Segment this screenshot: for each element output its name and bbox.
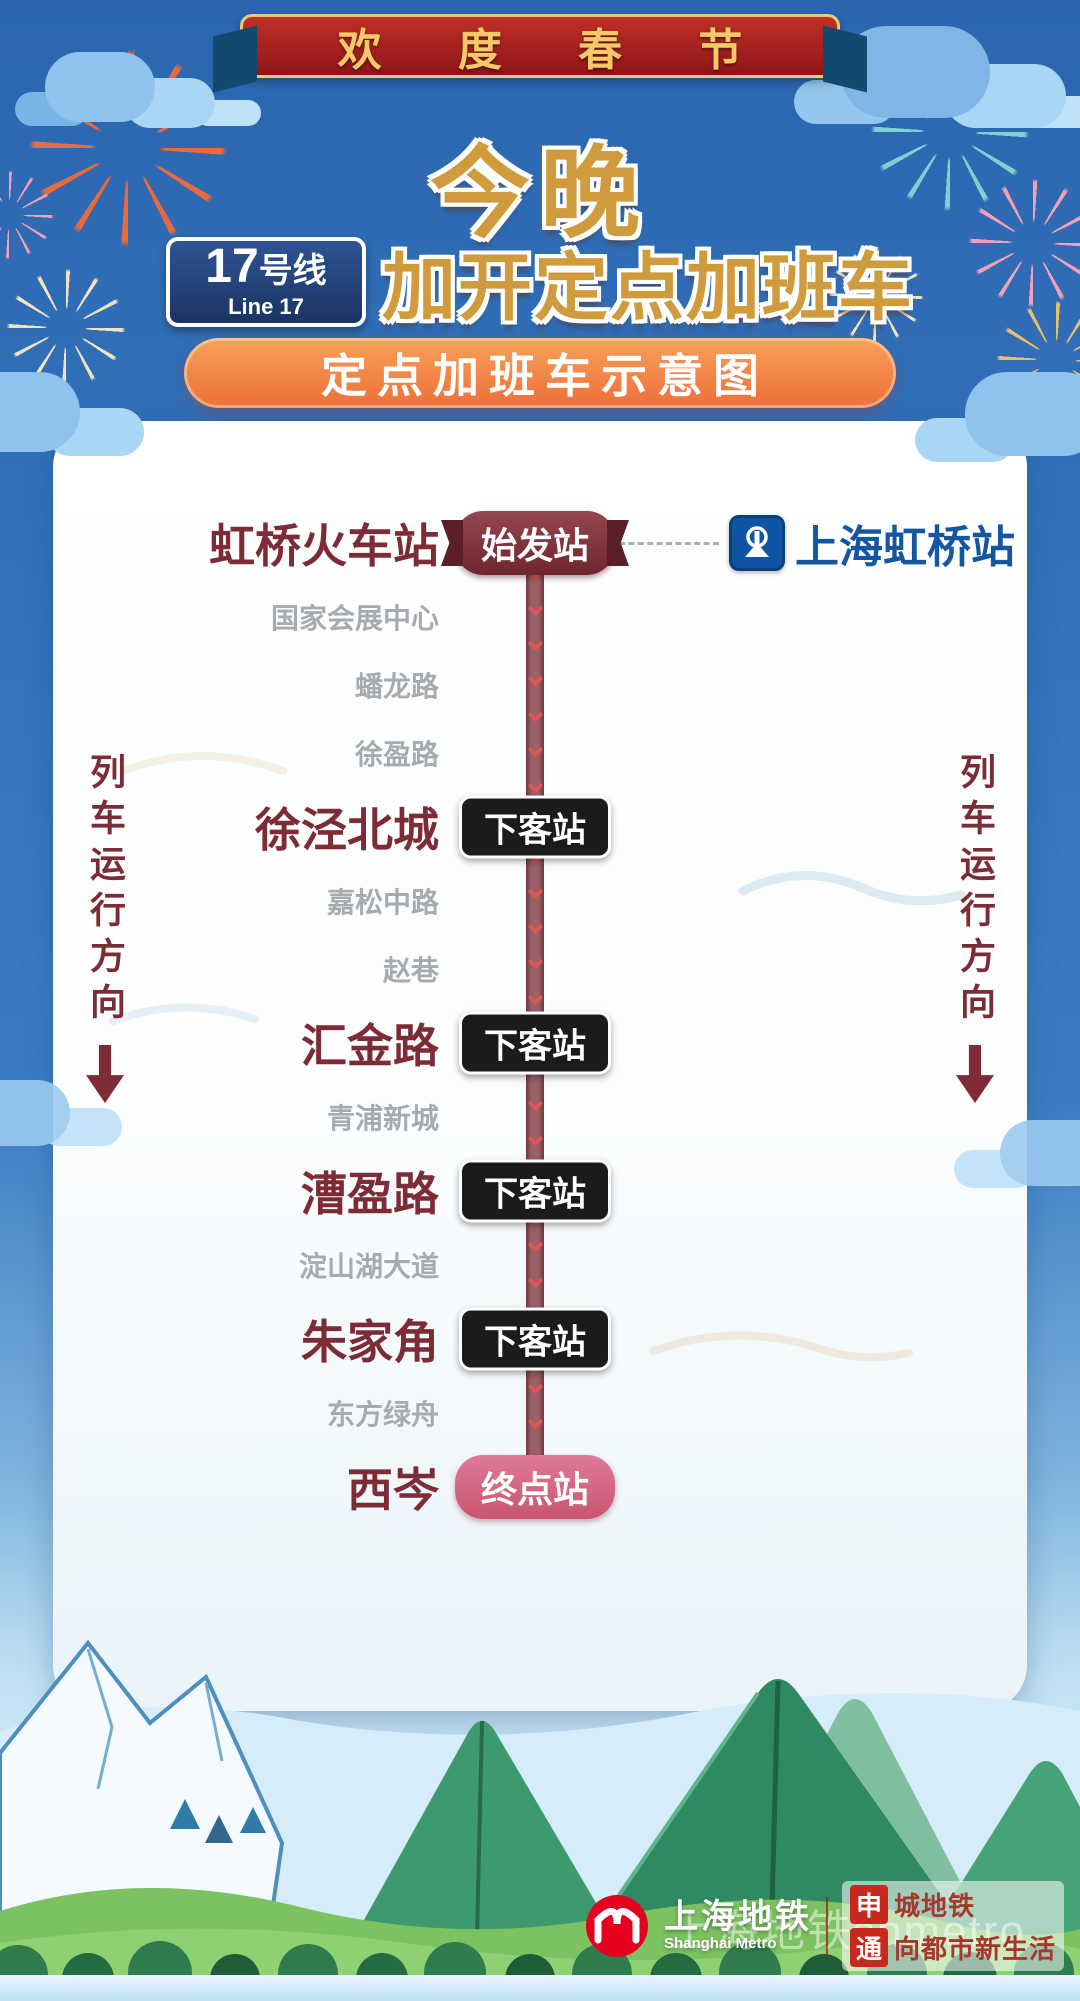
station-name: 嘉松中路 bbox=[326, 887, 439, 918]
transfer-link: 上海虹桥站 bbox=[619, 511, 1015, 575]
cloud-icon bbox=[0, 372, 80, 452]
station-name: 青浦新城 bbox=[326, 1103, 439, 1134]
cloud-icon bbox=[45, 52, 155, 122]
station-row: 汇金路下客站 bbox=[53, 1003, 1027, 1083]
down-arrow-icon bbox=[956, 1045, 994, 1103]
line-17-badge: 17号线 Line 17 bbox=[166, 236, 366, 327]
transfer-station-label: 上海虹桥站 bbox=[795, 523, 1015, 572]
station-name: 蟠龙路 bbox=[354, 671, 439, 702]
metro-wordmark: 上海地铁 Shanghai Metro bbox=[663, 1898, 812, 1953]
slogan-box-1: 申 bbox=[849, 1885, 888, 1924]
station-name: 东方绿舟 bbox=[326, 1399, 439, 1430]
slogan-text-2: 向都市新生活 bbox=[893, 1934, 1056, 1964]
line-17-badge-en: Line 17 bbox=[228, 294, 304, 319]
slogan-line-1: 申 城地铁 bbox=[849, 1885, 1056, 1924]
station-row: 徐泾北城下客站 bbox=[53, 787, 1027, 867]
main-title: 加开定点加班车 bbox=[382, 246, 914, 329]
station-row: 虹桥火车站始发站 上海虹桥站 bbox=[53, 503, 1027, 583]
station-name: 淀山湖大道 bbox=[298, 1251, 439, 1282]
dashed-connector bbox=[619, 541, 719, 545]
footer-divider bbox=[825, 1897, 828, 1955]
firework-icon bbox=[968, 178, 1080, 308]
shanghai-metro-logo-icon bbox=[585, 1895, 648, 1957]
route-diagram-card: 列车运行方向 列车运行方向 虹桥火车站始发站 上海虹桥站国家会展中心蟠龙路徐盈路徐… bbox=[53, 421, 1027, 1711]
station-badge-terminal: 终点站 bbox=[454, 1455, 616, 1519]
station-name: 徐泾北城 bbox=[255, 804, 439, 856]
station-row: 西岑终点站 bbox=[53, 1447, 1027, 1527]
station-row: 国家会展中心 bbox=[53, 583, 1027, 651]
station-row: 赵巷 bbox=[53, 935, 1027, 1003]
mountains-illustration bbox=[0, 1639, 1080, 1981]
station-name: 徐盈路 bbox=[354, 739, 439, 770]
station-row: 蟠龙路 bbox=[53, 651, 1027, 719]
tonight-title: 今晚 bbox=[430, 138, 650, 250]
slogan-line-2: 通 向都市新生活 bbox=[849, 1928, 1056, 1967]
station-row: 嘉松中路 bbox=[53, 867, 1027, 935]
station-name: 虹桥火车站 bbox=[209, 520, 439, 572]
cloud-icon bbox=[1000, 1120, 1080, 1186]
title-row: 17号线 Line 17 加开定点加班车 bbox=[166, 228, 914, 335]
station-badge-start: 始发站 bbox=[454, 511, 616, 575]
direction-label-text: 列车运行方向 bbox=[955, 753, 996, 1029]
diagram-banner: 定点加班车示意图 bbox=[184, 338, 896, 408]
firework-icon bbox=[828, 248, 924, 344]
station-row: 漕盈路下客站 bbox=[53, 1151, 1027, 1231]
bottom-strip bbox=[0, 1975, 1080, 2001]
slogan-box-2: 通 bbox=[849, 1928, 888, 1967]
footer-brand-bar: 上海地铁 Shanghai Metro 申 城地铁 通 向都市新生活 bbox=[584, 1881, 1064, 1971]
station-badge-dropoff: 下客站 bbox=[459, 1011, 611, 1075]
station-name: 赵巷 bbox=[382, 955, 439, 986]
line-number: 17 bbox=[205, 240, 259, 293]
station-row: 东方绿舟 bbox=[53, 1379, 1027, 1447]
cloud-icon bbox=[965, 372, 1080, 456]
line-suffix: 号线 bbox=[258, 252, 327, 290]
festival-ribbon-title: 欢 度 春 节 bbox=[337, 26, 775, 75]
station-badge-dropoff: 下客站 bbox=[459, 1307, 611, 1371]
cloud-icon bbox=[0, 1080, 70, 1146]
firework-icon bbox=[6, 268, 126, 388]
down-arrow-icon bbox=[86, 1045, 124, 1103]
station-name: 西岑 bbox=[347, 1464, 439, 1516]
direction-label-left: 列车运行方向 bbox=[79, 753, 131, 1103]
station-row: 青浦新城 bbox=[53, 1083, 1027, 1151]
footer-slogan: 申 城地铁 通 向都市新生活 bbox=[841, 1881, 1064, 1971]
station-name: 汇金路 bbox=[301, 1020, 439, 1072]
station-name: 漕盈路 bbox=[301, 1168, 439, 1220]
festival-ribbon: 欢 度 春 节 bbox=[240, 14, 840, 78]
metro-name-en: Shanghai Metro bbox=[663, 1935, 777, 1953]
station-badge-dropoff: 下客站 bbox=[459, 795, 611, 859]
station-row: 徐盈路 bbox=[53, 719, 1027, 787]
station-name: 国家会展中心 bbox=[270, 603, 439, 634]
metro-name-cn: 上海地铁 bbox=[663, 1898, 812, 1937]
station-badge-dropoff: 下客站 bbox=[459, 1159, 611, 1223]
railway-icon bbox=[729, 515, 785, 571]
station-name: 朱家角 bbox=[301, 1316, 439, 1368]
station-row: 淀山湖大道 bbox=[53, 1231, 1027, 1299]
slogan-text-1: 城地铁 bbox=[893, 1891, 975, 1921]
direction-label-right: 列车运行方向 bbox=[949, 753, 1001, 1103]
station-row: 朱家角下客站 bbox=[53, 1299, 1027, 1379]
station-list: 虹桥火车站始发站上海虹桥站国家会展中心蟠龙路徐盈路徐泾北城下客站嘉松中路赵巷汇金… bbox=[53, 503, 1027, 1527]
direction-label-text: 列车运行方向 bbox=[85, 753, 126, 1029]
line-17-badge-cn: 17号线 bbox=[205, 243, 326, 291]
